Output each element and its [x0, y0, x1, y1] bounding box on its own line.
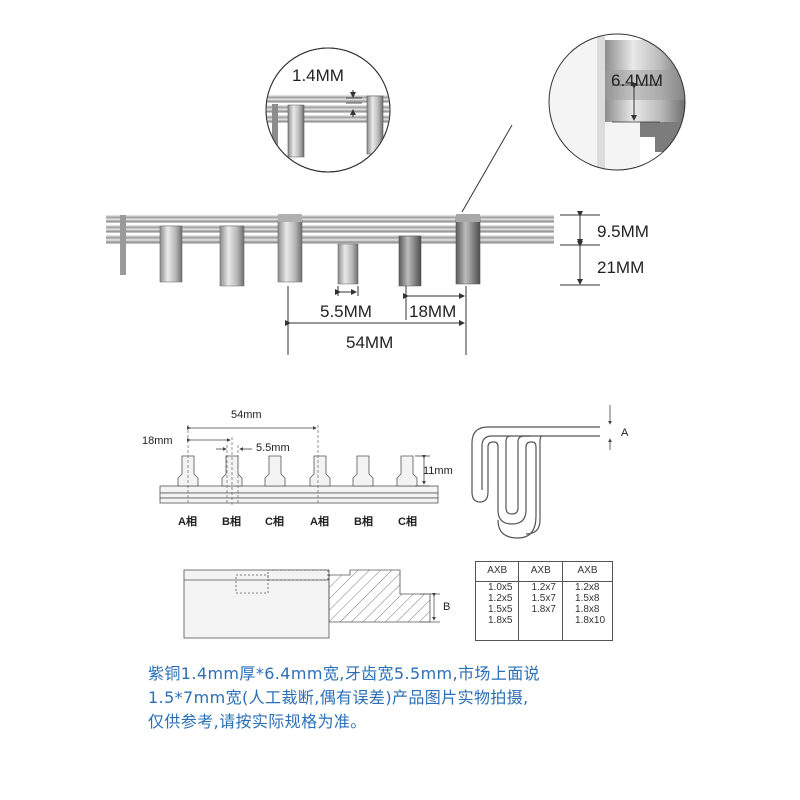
phase-label: B相	[354, 516, 373, 528]
phase-label: B相	[222, 516, 241, 528]
phase-label: A相	[178, 516, 197, 528]
dim-18-label: 18MM	[409, 302, 457, 321]
busbar-technical-drawing	[159, 405, 612, 639]
front-view	[159, 455, 439, 504]
size-value: 1.8x7	[531, 603, 556, 615]
size-value: 1.5x7	[531, 592, 556, 604]
size-value: 1.5x8	[575, 592, 600, 604]
zoom-circle-left	[265, 47, 391, 173]
table-header: AXB	[476, 562, 519, 582]
table-cell: 1.2x7 1.5x7 1.8x7	[518, 581, 563, 640]
drawing-dim-5-5: 5.5mm	[256, 442, 290, 454]
size-value: 1.2x8	[575, 581, 600, 593]
note-line: 紫铜1.4mm厚*6.4mm宽,牙齿宽5.5mm,市场上面说	[148, 664, 541, 683]
phase-label: A相	[310, 516, 329, 528]
drawing-dim-54: 54mm	[231, 409, 262, 421]
size-value: 1.8x10	[575, 614, 606, 626]
phase-label: C相	[265, 516, 284, 528]
note-line: 1.5*7mm宽(人工裁断,偶有误差)产品图片实物拍摄,	[148, 688, 529, 707]
drawing-dimension-lines	[186, 426, 430, 487]
centerlines	[187, 425, 319, 505]
dim-5-5-label: 5.5MM	[320, 302, 372, 321]
dim-21-label: 21MM	[597, 258, 645, 277]
size-value: 1.8x8	[575, 603, 600, 615]
photo-dimension-lines	[285, 124, 600, 355]
table-header: AXB	[562, 562, 612, 582]
zoom-circle-right	[548, 33, 686, 171]
section-view	[183, 569, 440, 639]
dim-9-5-label: 9.5MM	[597, 222, 649, 241]
table-cell: 1.2x8 1.5x8 1.8x8 1.8x10	[562, 581, 612, 640]
busbar-main	[106, 214, 554, 287]
size-value: 1.2x7	[531, 581, 556, 593]
thickness-label: 1.4MM	[292, 66, 344, 85]
drawing-dim-18: 18mm	[142, 435, 173, 447]
side-view	[471, 426, 600, 539]
section-label-b: B	[443, 601, 451, 613]
size-table: AXB AXB AXB 1.0x5 1.2x5 1.5x5 1.8x5 1.2x…	[475, 561, 613, 641]
drawing-dim-11: 11mm	[423, 465, 453, 477]
phase-label: C相	[398, 516, 417, 528]
note-line: 仅供参考,请按实际规格为准。	[148, 712, 367, 731]
size-value: 1.5x5	[488, 603, 513, 615]
table-cell: 1.0x5 1.2x5 1.5x5 1.8x5	[476, 581, 519, 640]
product-note: 紫铜1.4mm厚*6.4mm宽,牙齿宽5.5mm,市场上面说 1.5*7mm宽(…	[148, 662, 668, 734]
side-label-a: A	[621, 427, 629, 439]
size-value: 1.8x5	[488, 614, 513, 626]
table-header: AXB	[518, 562, 563, 582]
busbar-photo-diagram	[106, 33, 686, 355]
dim-54-label: 54MM	[346, 333, 394, 352]
width-label: 6.4MM	[611, 71, 663, 90]
size-value: 1.2x5	[488, 592, 513, 604]
size-value: 1.0x5	[488, 581, 513, 593]
